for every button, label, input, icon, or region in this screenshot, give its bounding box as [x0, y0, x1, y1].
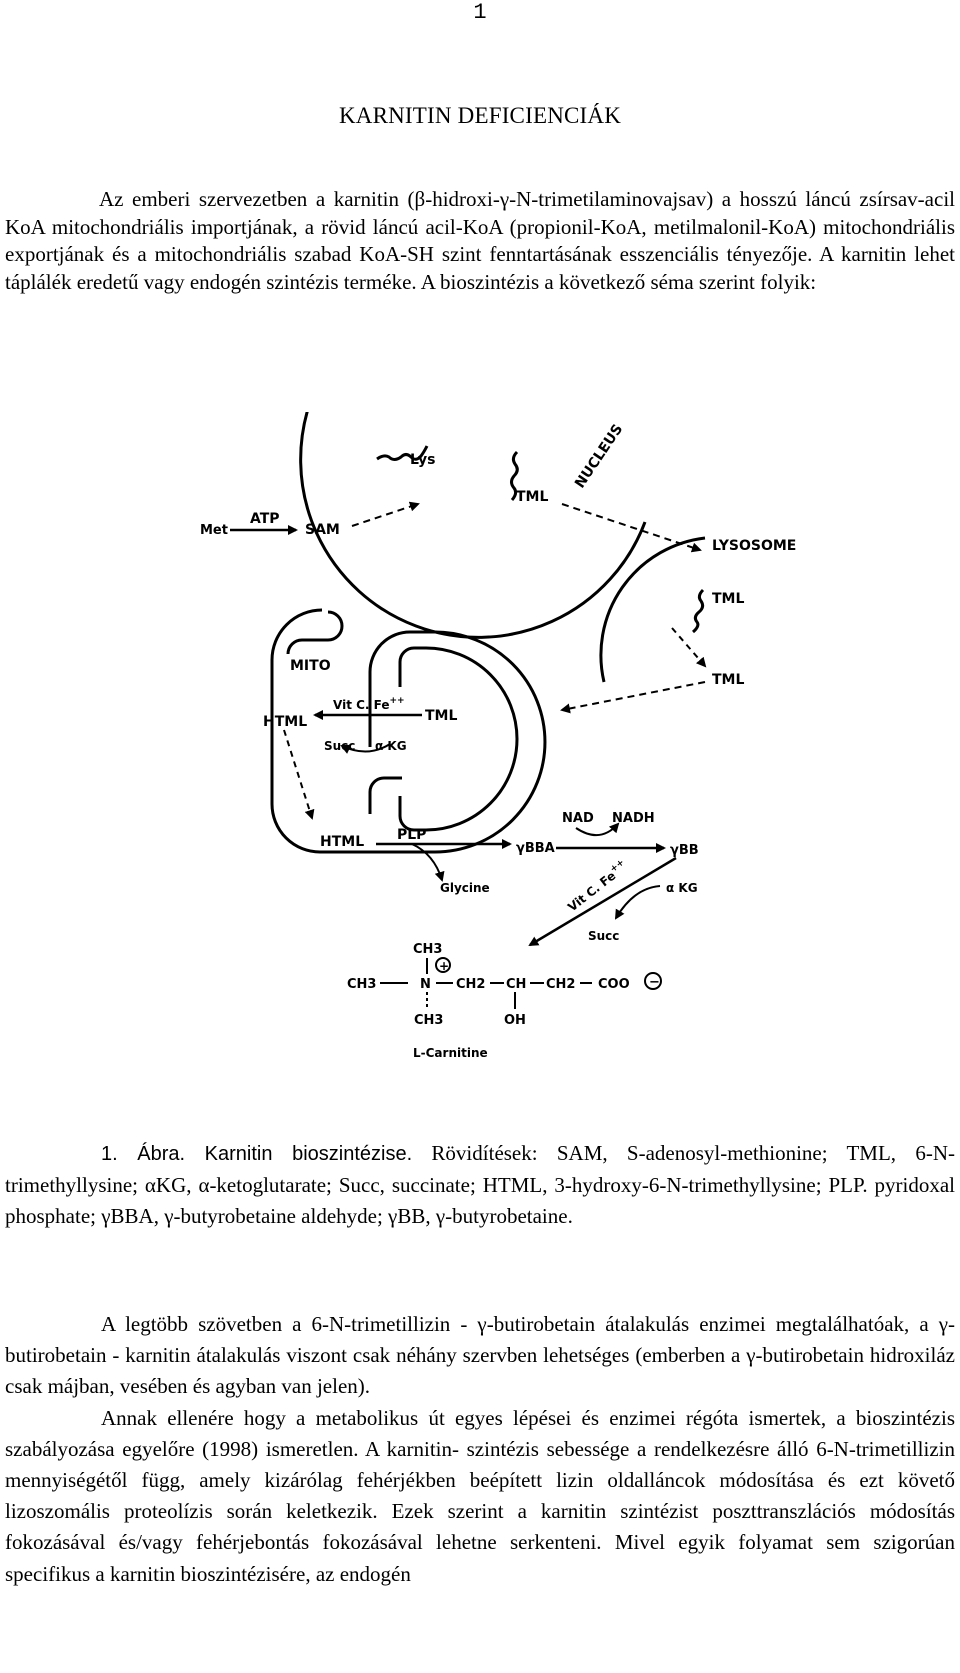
vitc-fe-label: Vit C. Fe++	[333, 696, 405, 712]
arrow-nad-nadh	[575, 822, 620, 836]
carnitine-biosynthesis-figure: Lys TML NUCLEUS Met ATP SAM LYSOSOME TML…	[200, 412, 960, 1137]
coo-label: COO	[598, 977, 630, 992]
arrow-gbb-to-carnitine	[528, 856, 677, 947]
nadh-label: NADH	[612, 811, 655, 826]
nucleus-label: NUCLEUS	[572, 422, 626, 492]
tml-label-released: TML	[712, 672, 744, 688]
tml-label-mito: TML	[425, 708, 457, 724]
minus-charge-icon	[644, 972, 662, 990]
ch3-left-label: CH3	[347, 977, 376, 992]
mito-outer-membrane	[270, 608, 547, 854]
succ-label-mito: Succ	[324, 739, 355, 753]
arrow-succ-akg-mito	[340, 743, 391, 754]
plus-charge-label: +	[439, 959, 449, 973]
intro-paragraph: Az emberi szervezetben a karnitin (β-hid…	[5, 187, 955, 294]
oh-label: OH	[504, 1013, 526, 1028]
nad-label: NAD	[562, 811, 594, 826]
mito-crista-2	[368, 776, 402, 814]
page-number: 1	[473, 0, 487, 25]
lys-squiggle	[376, 445, 429, 461]
met-label: Met	[200, 523, 228, 538]
ch2-a-label: CH2	[456, 977, 485, 992]
akg-label-mito: α KG	[375, 739, 407, 753]
ch2-b-label: CH2	[546, 977, 575, 992]
lys-label: Lys	[410, 452, 435, 468]
html-label-cytosol: HTML	[320, 834, 364, 850]
mito-label: MITO	[290, 658, 331, 674]
nucleus-membrane	[299, 412, 647, 639]
tml-label-nucleus: TML	[516, 489, 548, 505]
biosynthesis-diagram: Lys TML NUCLEUS Met ATP SAM LYSOSOME TML…	[200, 412, 796, 1060]
html-label-mito: HTML	[263, 714, 307, 730]
glycine-label: Glycine	[440, 881, 490, 895]
ch-atom-label: CH	[506, 977, 526, 992]
arrow-sam-methylation	[351, 501, 420, 527]
arrow-tml-into-mito	[560, 681, 706, 714]
tml-label-lysosome: TML	[712, 591, 744, 607]
gbba-label: γBBA	[516, 841, 555, 856]
mito-crista-3	[286, 610, 344, 655]
body-paragraph: A legtöbb szövetben a 6-N-trimetillizin …	[5, 1312, 955, 1399]
plp-label: PLP	[397, 827, 426, 843]
arrow-lysosome-tml-out	[671, 627, 707, 668]
arrow-akg-succ-cytosol	[614, 885, 661, 920]
lcarnitine-label: L-Carnitine	[413, 1046, 488, 1060]
n-atom-label: N	[420, 977, 431, 992]
body-paragraph: Annak ellenére hogy a metabolikus út egy…	[5, 1405, 955, 1586]
mito-crista-1	[398, 646, 519, 832]
plus-charge-icon	[435, 957, 451, 973]
figure-caption: 1. Ábra. Karnitin bioszintézise. Rövidít…	[5, 1138, 955, 1232]
gbb-label: γBB	[670, 843, 699, 858]
body-text: A legtöbb szövetben a 6-N-trimetillizin …	[5, 1309, 955, 1590]
caption-lead: 1. Ábra. Karnitin bioszintézise.	[101, 1143, 413, 1165]
tml-squiggle-nucleus	[510, 450, 519, 501]
sam-label: SAM	[305, 522, 340, 538]
minus-charge-label: −	[649, 975, 660, 990]
arrow-tml-to-lysosome	[561, 503, 702, 553]
caption-text: Rövidítések: SAM, S-adenosyl-methionine;…	[5, 1141, 955, 1228]
document-title: KARNITIN DEFICIENCIÁK	[338, 103, 622, 128]
lysosome-label: LYSOSOME	[712, 538, 796, 554]
arrow-glycine-release	[411, 843, 445, 882]
ch3-top-label: CH3	[413, 942, 442, 957]
ch3-bottom-label: CH3	[414, 1013, 443, 1028]
succ-label-cytosol: Succ	[588, 929, 619, 943]
atp-label: ATP	[250, 511, 280, 527]
arrow-html-export	[283, 729, 315, 820]
lysosome-membrane	[599, 536, 706, 683]
akg-label-cytosol: α KG	[666, 881, 698, 895]
tml-squiggle-lysosome	[691, 588, 705, 634]
